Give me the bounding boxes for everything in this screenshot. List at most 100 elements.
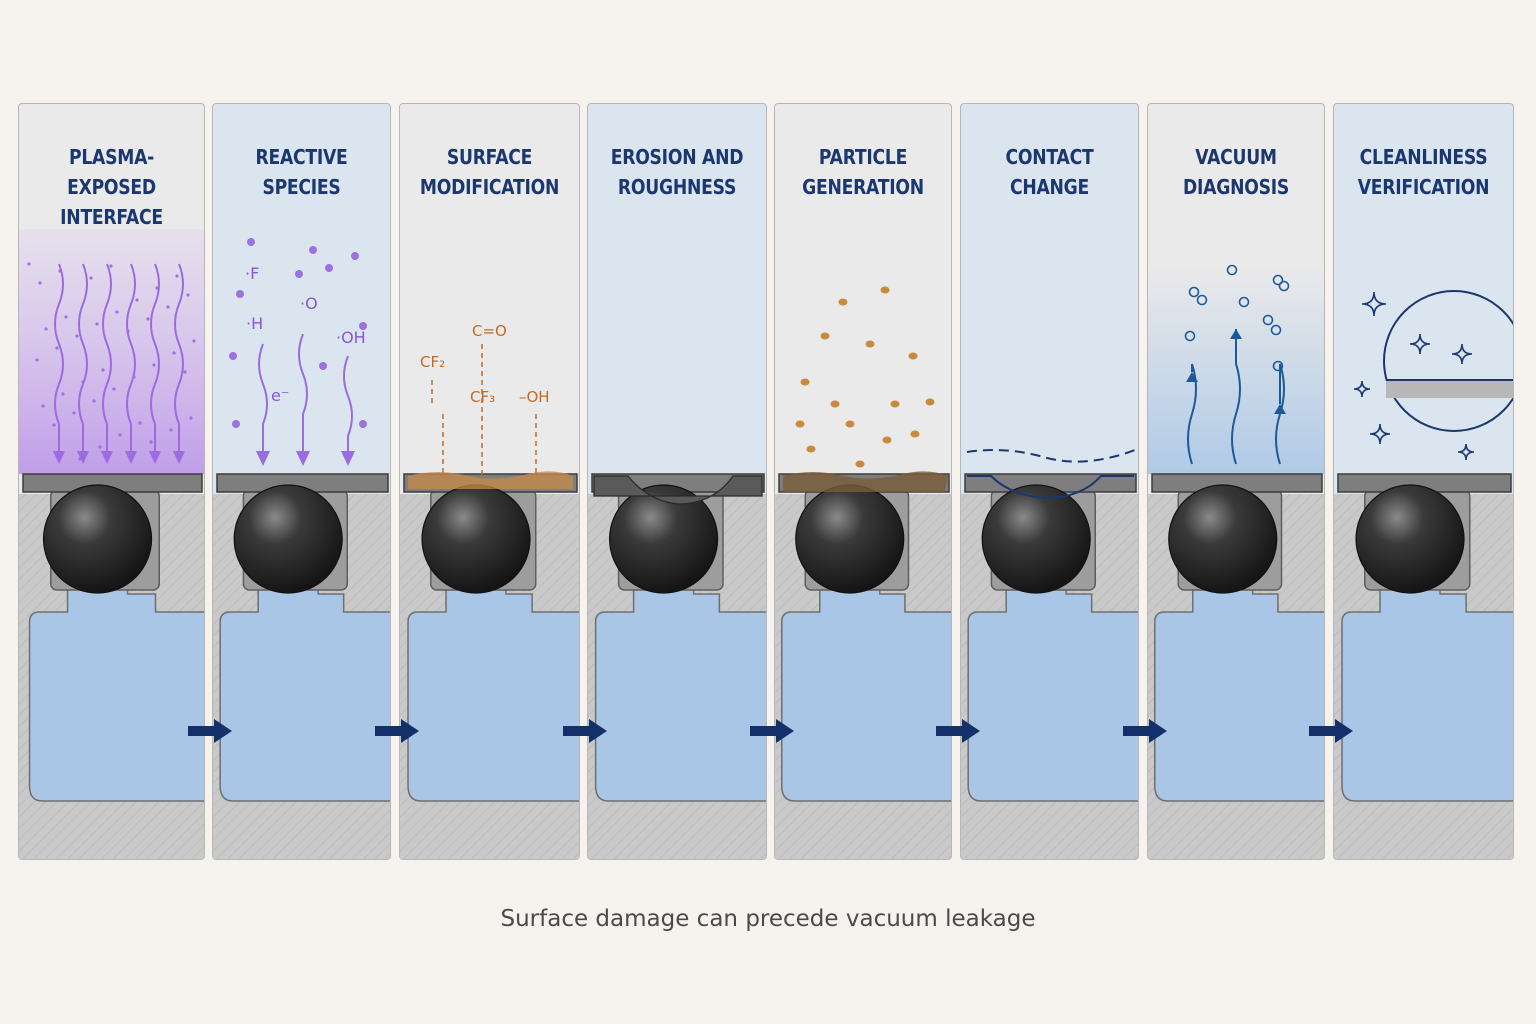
contact-line bbox=[966, 449, 1136, 463]
vacuum-chamber bbox=[1341, 588, 1513, 802]
magnified-surface bbox=[1386, 380, 1513, 398]
reactive-species-dot bbox=[351, 252, 359, 260]
wavy-arrow-head bbox=[1230, 329, 1242, 339]
plasma-particle bbox=[172, 351, 176, 355]
reactive-species-dot bbox=[295, 270, 303, 278]
reactive-species-dot bbox=[359, 420, 367, 428]
panel-title: CONTACT CHANGE bbox=[1005, 145, 1094, 199]
panel-cleanliness-verification: CLEANLINESS VERIFICATION bbox=[1333, 103, 1514, 860]
species-arrow-head bbox=[256, 451, 270, 466]
plasma-particle bbox=[152, 363, 156, 367]
plasma-particle bbox=[135, 298, 139, 302]
plasma-particle bbox=[115, 310, 119, 314]
hydroxyl-radical-label: ·OH bbox=[336, 328, 366, 347]
seal-fitting bbox=[775, 473, 951, 859]
electron-label: e⁻ bbox=[271, 386, 290, 405]
plasma-particle bbox=[55, 346, 59, 350]
ball-seal bbox=[42, 484, 153, 594]
sparkle-icon bbox=[1409, 333, 1431, 355]
particle bbox=[838, 298, 848, 306]
magnifier-icon bbox=[1383, 290, 1513, 432]
plasma-particle bbox=[52, 423, 56, 427]
seal-fitting bbox=[400, 473, 579, 859]
seal-fitting bbox=[588, 473, 766, 859]
plasma-particle bbox=[109, 264, 113, 268]
plasma-particle bbox=[155, 286, 159, 290]
oxygen-radical-label: ·O bbox=[300, 294, 318, 313]
plasma-particle bbox=[126, 329, 130, 333]
panel-plasma-exposed-interface: PLASMA-EXPOSED INTERFACE bbox=[18, 103, 205, 860]
residue-layer bbox=[408, 471, 573, 489]
bubble-icon bbox=[1238, 296, 1250, 308]
fluorine-radical-label: ·F bbox=[245, 264, 260, 283]
carbonyl-label: C=O bbox=[472, 322, 507, 340]
plasma-particle bbox=[78, 457, 82, 461]
plasma-particle bbox=[35, 358, 39, 362]
bubble-icon bbox=[1188, 286, 1200, 298]
plasma-flux-arrow bbox=[150, 263, 160, 459]
species-arrow bbox=[258, 343, 268, 459]
plasma-arrow-head bbox=[101, 451, 113, 464]
plasma-particle bbox=[186, 293, 190, 297]
species-arrow-head bbox=[296, 451, 310, 466]
panel-title: EROSION AND ROUGHNESS bbox=[610, 145, 744, 199]
particle bbox=[795, 420, 805, 428]
reactive-species-dot bbox=[325, 264, 333, 272]
particle bbox=[865, 340, 875, 348]
plasma-arrow-head bbox=[53, 451, 65, 464]
deformed-contact bbox=[967, 475, 1134, 500]
reactive-species-dot bbox=[359, 322, 367, 330]
ball-seal bbox=[421, 484, 531, 594]
hydrogen-radical-label: ·H bbox=[246, 314, 264, 333]
plasma-particle bbox=[169, 428, 173, 432]
reactive-species-dot bbox=[232, 420, 240, 428]
panel-title: PARTICLE GENERATION bbox=[802, 145, 924, 199]
ball-seal bbox=[1168, 484, 1278, 594]
plasma-glow bbox=[19, 229, 204, 474]
plasma-particle bbox=[149, 440, 153, 444]
particle bbox=[910, 430, 920, 438]
plasma-particle bbox=[58, 269, 62, 273]
species-arrow-head bbox=[341, 451, 355, 466]
panel-4-illustration bbox=[588, 473, 766, 859]
panel-reactive-species: REACTIVE SPECIES ·F ·O ·H ·OH e⁻ bbox=[212, 103, 391, 860]
right-arrow-icon bbox=[1123, 719, 1167, 743]
panel-8-illustration bbox=[1334, 290, 1513, 859]
right-arrow-icon bbox=[563, 719, 607, 743]
wavy-arrow-head bbox=[1274, 404, 1286, 414]
panel-title: VACUUM DIAGNOSIS bbox=[1183, 145, 1289, 199]
cf2-label: CF₂ bbox=[420, 353, 446, 371]
vacuum-haze bbox=[1148, 264, 1324, 474]
wavy-arrow-head bbox=[1186, 372, 1198, 382]
plasma-particle bbox=[189, 416, 193, 420]
plasma-particle bbox=[192, 339, 196, 343]
panel-erosion-roughness: EROSION AND ROUGHNESS bbox=[587, 103, 767, 860]
plasma-particle bbox=[175, 274, 179, 278]
bubble-icon bbox=[1278, 280, 1290, 292]
panel-title: PLASMA-EXPOSED INTERFACE bbox=[60, 145, 163, 229]
plasma-particle bbox=[27, 262, 31, 266]
plasma-particle bbox=[64, 315, 68, 319]
plasma-particle bbox=[81, 380, 85, 384]
seal-fitting bbox=[1148, 473, 1324, 859]
panel-contact-change: CONTACT CHANGE bbox=[960, 103, 1139, 860]
seal-fitting bbox=[961, 473, 1138, 859]
ball-seal bbox=[795, 484, 905, 594]
plasma-particle bbox=[166, 305, 170, 309]
plasma-flux-arrow bbox=[126, 263, 136, 459]
right-arrow-icon bbox=[188, 719, 232, 743]
sparkle-icon bbox=[1451, 343, 1473, 365]
seal-fitting bbox=[1334, 473, 1513, 859]
particle bbox=[806, 445, 816, 453]
sparkle-icon bbox=[1361, 291, 1387, 317]
vacuum-chamber bbox=[219, 588, 390, 802]
sparkle-icon bbox=[1457, 443, 1475, 461]
wavy-arrow-icon bbox=[1231, 329, 1241, 465]
seal-fitting bbox=[19, 473, 204, 859]
bubble-icon bbox=[1272, 274, 1284, 286]
panel-surface-modification: SURFACE MODIFICATION C=O CF₂ CF₃ –OH bbox=[399, 103, 580, 860]
plasma-particle bbox=[132, 375, 136, 379]
plasma-particle bbox=[146, 317, 150, 321]
panel-7-illustration bbox=[1148, 264, 1324, 859]
